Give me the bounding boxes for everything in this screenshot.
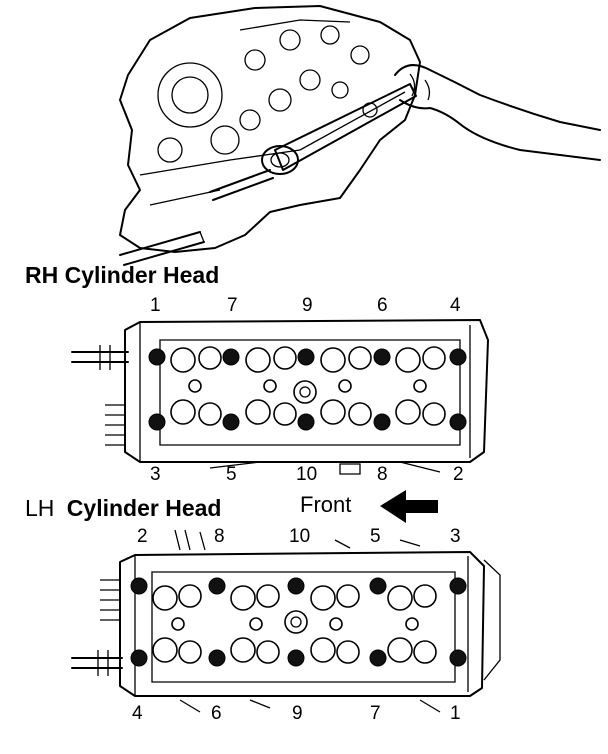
rh-cylinder-head-drawing [71, 319, 489, 475]
rh-bolt-9 [297, 348, 315, 366]
lh-title-prefix: LH [25, 495, 54, 521]
lh-bolt-9 [287, 649, 305, 667]
rh-bolt-1 [148, 348, 166, 366]
lh-bottom-number: 6 [211, 703, 222, 724]
rh-bottom-number: 10 [296, 464, 317, 485]
rh-bolt-10 [297, 413, 315, 431]
lh-bottom-number: 4 [132, 703, 143, 724]
lh-bolts [130, 577, 467, 667]
rh-bolt-7 [222, 348, 240, 366]
lh-top-number: 5 [370, 526, 381, 547]
rh-top-number: 4 [450, 295, 461, 316]
lh-bottom-number: 7 [370, 703, 381, 724]
lh-bolt-5 [369, 577, 387, 595]
lh-bolt-8 [208, 577, 226, 595]
lh-bottom-number: 9 [292, 703, 303, 724]
rh-top-number: 1 [150, 295, 161, 316]
lh-bolt-10 [287, 577, 305, 595]
lh-bottom-number: 1 [450, 703, 461, 724]
rh-bottom-sequence: 3 5 10 8 2 [150, 464, 464, 485]
lh-top-number: 8 [214, 526, 225, 547]
lh-bolt-2 [130, 577, 148, 595]
lh-bolt-1 [449, 649, 467, 667]
rh-head-title: RH Cylinder Head [25, 262, 219, 288]
rh-top-number: 6 [377, 295, 388, 316]
lh-top-number: 2 [137, 526, 148, 547]
rh-top-sequence: 1 7 9 6 4 [150, 295, 461, 316]
lh-top-sequence: 2 8 10 5 3 [137, 526, 461, 547]
lh-head-title: LH Cylinder Head [25, 495, 221, 521]
rh-bolt-8 [373, 413, 391, 431]
rh-bolt-2 [449, 413, 467, 431]
lh-bottom-sequence: 4 6 9 7 1 [132, 703, 461, 724]
rh-bottom-number: 3 [150, 464, 161, 485]
lh-cylinder-head-drawing [71, 529, 501, 713]
lh-bolt-6 [208, 649, 226, 667]
rh-top-number: 7 [227, 295, 238, 316]
lh-top-number: 10 [289, 526, 310, 547]
front-label: Front [300, 492, 351, 517]
rh-top-number: 9 [302, 295, 313, 316]
engine-wrench-illustration [119, 5, 601, 266]
lh-top-number: 3 [450, 526, 461, 547]
rh-bolt-4 [449, 348, 467, 366]
rh-bolt-3 [148, 413, 166, 431]
rh-bolt-5 [222, 413, 240, 431]
left-arrow-icon [380, 490, 438, 523]
rh-bolt-6 [373, 348, 391, 366]
lh-bolt-7 [369, 649, 387, 667]
lh-bolt-4 [130, 649, 148, 667]
rh-bottom-number: 8 [377, 464, 388, 485]
rh-bottom-number: 5 [226, 464, 237, 485]
rh-bolts [148, 348, 467, 431]
lh-bolt-3 [449, 577, 467, 595]
rh-bottom-number: 2 [453, 464, 464, 485]
lh-title-rest: Cylinder Head [67, 495, 222, 521]
